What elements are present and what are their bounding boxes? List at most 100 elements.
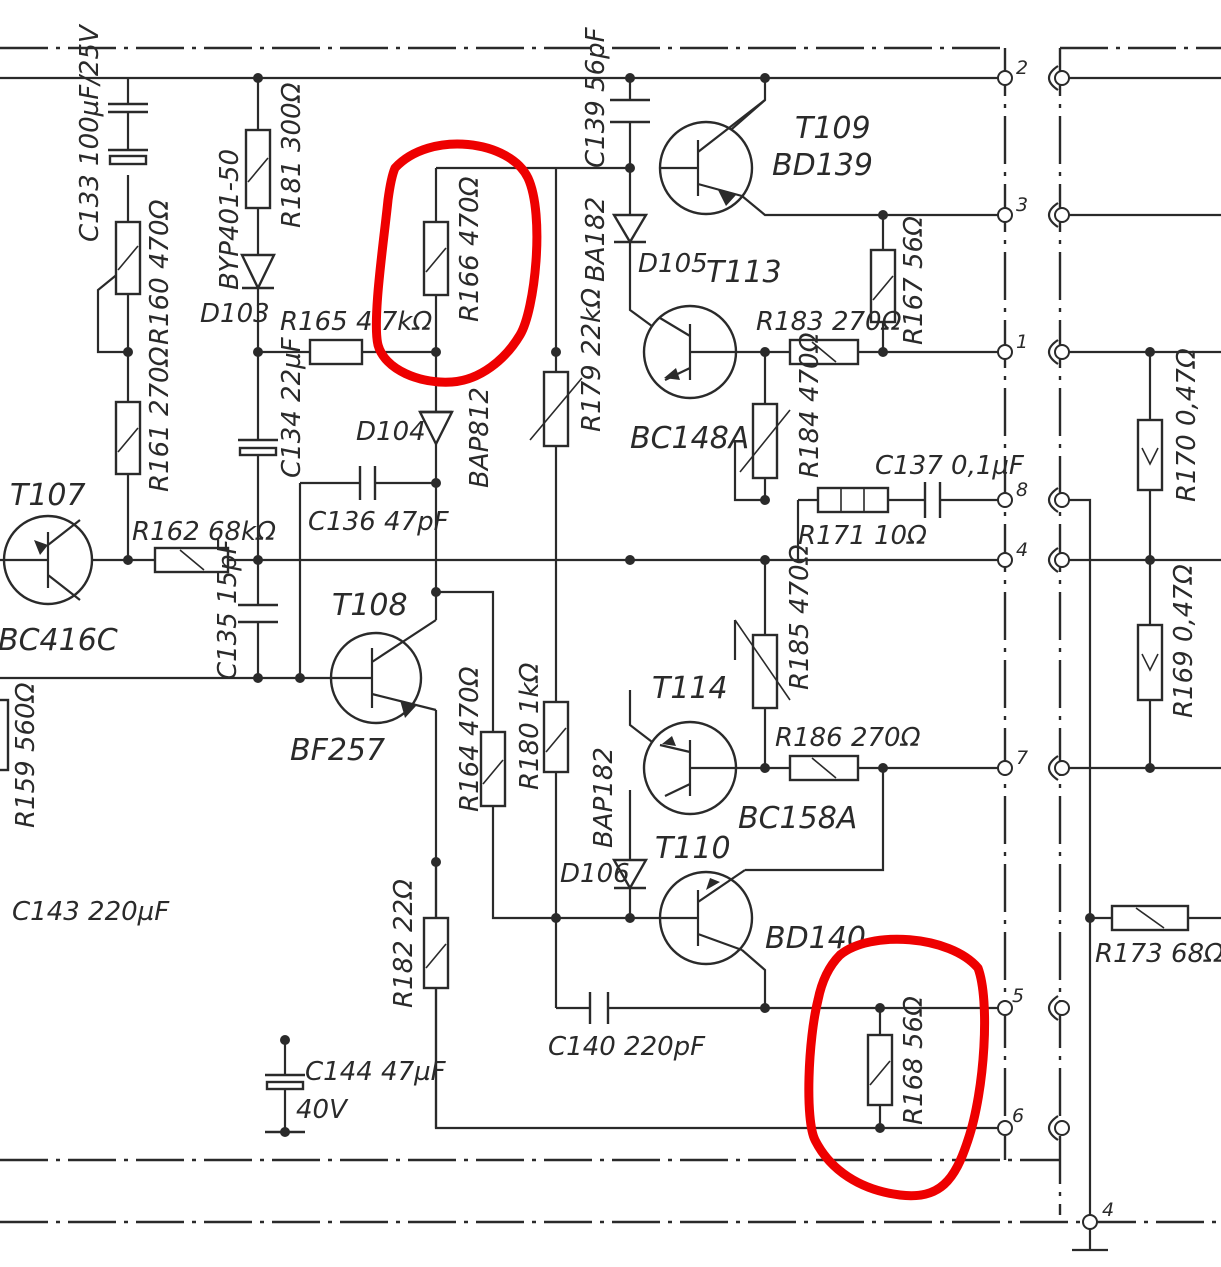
resistor-r183: [788, 338, 860, 366]
resistor-r173: [1110, 904, 1190, 932]
label-r180: R180 1kΩ: [515, 662, 545, 790]
diodes: [240, 213, 649, 891]
label-r167: R167 56Ω: [899, 216, 929, 345]
label-d105: D105: [638, 249, 708, 279]
diode-d106: [611, 858, 649, 891]
board-boundary: [0, 46, 1221, 1224]
label-r168: R168 56Ω: [899, 996, 929, 1125]
resistor-r165: [308, 338, 364, 366]
label-r159: R159 560Ω: [11, 682, 41, 828]
label-t113: T113: [706, 255, 782, 290]
label-c139: C139 56pF: [581, 26, 611, 168]
label-t109-type: BD139: [772, 148, 873, 183]
label-c137: C137 0,1µF: [875, 451, 1025, 481]
pin-1: 1: [1016, 331, 1028, 353]
resistor-r182: [422, 916, 450, 990]
pin-3: 3: [1016, 194, 1028, 216]
label-r170: R170 0,47Ω: [1172, 348, 1202, 502]
resistor-r164: [479, 730, 507, 808]
label-t113-type: BC148A: [630, 421, 749, 456]
label-r183: R183 270Ω: [756, 307, 902, 337]
transistor-t107: [0, 514, 94, 606]
junction-dots: [123, 73, 1155, 1137]
resistor-r160: [114, 220, 142, 296]
resistor-r184: [739, 402, 791, 480]
highlight-r168: [804, 934, 990, 1201]
transistor-t109: [658, 99, 766, 216]
label-c140: C140 220pF: [548, 1032, 706, 1062]
label-r182: R182 22Ω: [389, 879, 419, 1008]
resistors-horizontal: [153, 338, 1190, 932]
transistor-t108: [329, 619, 437, 725]
resistor-r185: [734, 619, 791, 710]
label-r173: R173 68Ω: [1095, 939, 1221, 969]
diode-d103: [240, 253, 276, 291]
label-t107-type: BC416C: [0, 623, 118, 658]
label-c133: C133 100µF/25V: [75, 23, 105, 242]
label-t110: T110: [655, 831, 731, 866]
label-r162: R162 68kΩ: [132, 517, 276, 547]
capacitor-c136: [298, 466, 436, 678]
pin-8: 8: [1016, 479, 1028, 501]
resistor-r171: [816, 486, 890, 514]
label-r165: R165 4,7kΩ: [280, 307, 432, 337]
label-c144: C144 47µF: [305, 1057, 447, 1087]
label-r166: R166 470Ω: [455, 176, 485, 322]
label-r186: R186 270Ω: [775, 723, 921, 753]
label-d106-type: BAP182: [589, 747, 619, 848]
resistor-r159: [0, 698, 10, 772]
resistor-r170: [1136, 418, 1164, 492]
capacitor-c135: [238, 603, 278, 624]
resistor-r162: [153, 546, 230, 574]
label-d104: D104: [356, 417, 426, 447]
label-r161: R161 270Ω: [145, 346, 175, 492]
resistor-r186: [788, 754, 860, 782]
resistor-r161: [114, 400, 142, 476]
resistors: [0, 128, 1164, 1107]
label-r184: R184 470Ω: [795, 332, 825, 478]
label-d104-type: BAP812: [465, 387, 495, 488]
label-t114-type: BC158A: [738, 801, 857, 836]
pin-2: 2: [1016, 57, 1028, 79]
label-r179: R179 22kΩ: [577, 288, 607, 432]
capacitor-c139: [610, 98, 650, 124]
diode-d105: [611, 213, 649, 245]
label-d103: D103: [200, 299, 270, 329]
label-r164: R164 470Ω: [455, 666, 485, 812]
label-r160: R160 470Ω: [145, 199, 175, 345]
label-t108: T108: [332, 588, 408, 623]
label-r181: R181 300Ω: [277, 82, 307, 228]
resistor-r168: [866, 1033, 894, 1107]
label-t107: T107: [10, 478, 86, 513]
pin-6: 6: [1012, 1105, 1024, 1127]
resistor-r169: [1136, 623, 1164, 702]
label-r169: R169 0,47Ω: [1169, 564, 1199, 718]
label-t108-type: BF257: [290, 733, 385, 768]
diode-d104: [418, 410, 454, 447]
pin-7: 7: [1016, 747, 1028, 769]
label-r185: R185 470Ω: [785, 544, 815, 690]
label-d103-type: BYP401-50: [215, 149, 245, 290]
label-c135: C135 15pF: [213, 538, 243, 680]
capacitor-c137: [923, 482, 942, 518]
label-d105-type: BA182: [581, 197, 611, 282]
capacitors: [108, 98, 942, 1134]
label-d106: D106: [560, 859, 630, 889]
transistor-t114: [642, 720, 738, 816]
capacitor-c140: [588, 992, 610, 1024]
label-c134: C134 22µF: [277, 336, 307, 478]
transistor-t113: [642, 304, 738, 400]
resistor-r167: [869, 248, 897, 324]
component-labels: T107 BC416C T108 BF257 T109 BD139 T113 B…: [0, 23, 1221, 1125]
capacitor-c134: [238, 438, 278, 457]
connector-pins: 2 3 1 8 4 7 5 6 4: [997, 57, 1114, 1230]
transistor-t110: [658, 869, 754, 966]
resistor-r181: [244, 128, 272, 210]
pin-5: 5: [1012, 985, 1024, 1007]
resistor-r166: [422, 220, 450, 297]
label-c143: C143 220µF: [12, 897, 170, 927]
capacitor-c144: [265, 1073, 305, 1134]
highlight-r166: [371, 139, 542, 387]
label-t109: T109: [795, 111, 871, 146]
